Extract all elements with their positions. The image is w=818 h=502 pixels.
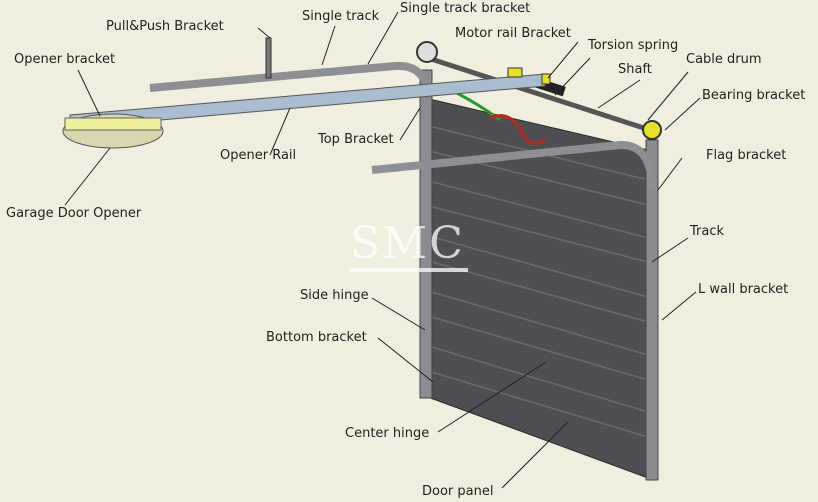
red-cable: [489, 114, 546, 145]
pull-push-bracket: [265, 37, 272, 79]
watermark-underline: [350, 268, 468, 272]
label-garage-door-opener: Garage Door Opener: [6, 206, 142, 221]
label-motor-rail-bracket: Motor rail Bracket: [455, 26, 571, 41]
label-top-bracket: Top Bracket: [318, 132, 394, 147]
watermark: SMC: [350, 218, 465, 269]
label-opener-rail: Opener Rail: [220, 148, 297, 163]
label-flag-bracket: Flag bracket: [706, 148, 787, 163]
door-grooves: [424, 124, 649, 438]
label-single-track: Single track: [302, 9, 380, 24]
label-l-wall-bracket: L wall bracket: [698, 282, 789, 297]
left-track: [419, 69, 433, 399]
label-torsion-spring: Torsion spring: [588, 38, 679, 53]
cable-drum: [642, 120, 662, 140]
label-center-hinge: Center hinge: [345, 426, 430, 441]
label-opener-bracket: Opener bracket: [14, 52, 116, 67]
label-shaft: Shaft: [618, 62, 652, 77]
cable-drum-left: [416, 41, 438, 63]
label-bottom-bracket: Bottom bracket: [266, 330, 367, 345]
motor-rail-bracket: [507, 67, 523, 78]
label-single-track-bracket: Single track bracket: [400, 1, 531, 16]
right-track: [645, 139, 659, 481]
label-track: Track: [690, 224, 725, 239]
front-track: [371, 140, 656, 191]
label-bearing-bracket: Bearing bracket: [702, 88, 806, 103]
rail-end-bracket: [541, 73, 551, 85]
label-pull-push-bracket: Pull&Push Bracket: [106, 19, 224, 34]
label-side-hinge: Side hinge: [300, 288, 369, 303]
opener-top: [64, 117, 162, 131]
label-cable-drum: Cable drum: [686, 52, 762, 67]
leader-lines: [64, 11, 701, 489]
label-door-panel: Door panel: [422, 484, 494, 499]
shaft: [427, 55, 651, 133]
